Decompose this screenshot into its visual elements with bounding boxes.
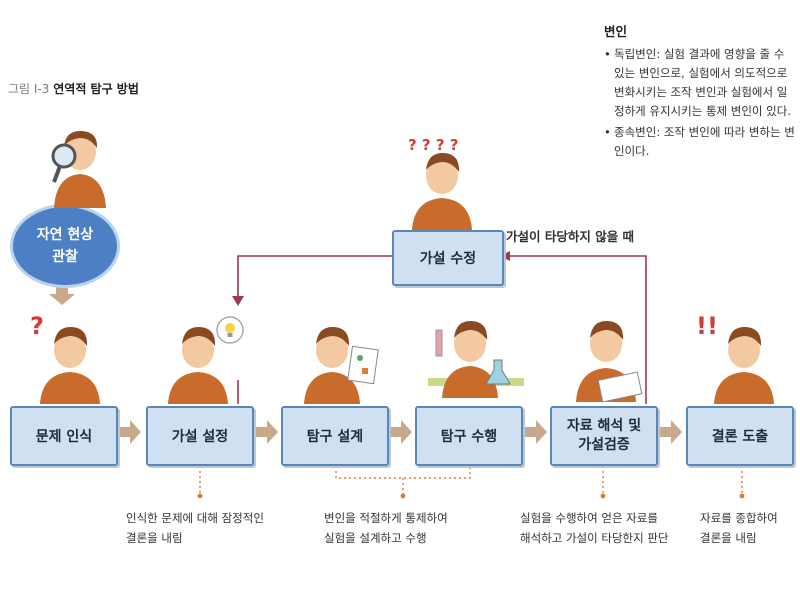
problem-person-illustration: ?: [30, 312, 100, 404]
step-label: 자료 해석 및 가설검증: [566, 418, 642, 453]
revise-hypothesis-box: 가설 수정: [392, 230, 504, 286]
step-arrow-3: [387, 420, 412, 444]
revise-condition-label: 가설이 타당하지 않을 때: [506, 229, 635, 244]
observation-oval: 자연 현상 관찰: [10, 204, 120, 288]
step-label: 가설 설정: [171, 429, 229, 445]
question-mark-icon: ?: [30, 312, 44, 340]
step-hypothesis-setting: 가설 설정: [146, 406, 254, 466]
step-label: 탐구 설계: [306, 429, 364, 445]
variables-heading: 변인: [604, 24, 628, 39]
loop-right-line: [504, 255, 647, 404]
step-data-interpretation: 자료 해석 및 가설검증: [550, 406, 658, 466]
interpret-person-illustration: [576, 320, 643, 403]
step-arrow-2: [253, 420, 278, 444]
leader-dot-4: [739, 493, 745, 499]
caption-conclusion: 자료를 종합하여 결론을 내림: [700, 511, 778, 545]
figure-number: 그림 I-3: [8, 82, 50, 96]
lightbulb-icon: [225, 323, 235, 333]
revise-hypothesis-label: 가설 수정: [419, 251, 477, 267]
loop-arrow-into-revise: [500, 251, 510, 261]
notepad-icon: [597, 371, 643, 403]
leader-design-perform: [335, 466, 471, 479]
step-label: 탐구 수행: [440, 429, 498, 445]
variables-item-independent: 독립변인: 실험 결과에 영향을 줄 수 있는 변인으로, 실험에서 의도적으로…: [604, 45, 796, 121]
step-arrow-5: [657, 420, 682, 444]
caption-leaders: [199, 466, 743, 494]
observer-with-magnifier-illustration: [51, 130, 106, 208]
step-label: 문제 인식: [35, 429, 93, 445]
caption-design-perform: 변인을 적절하게 통제하여 실험을 설계하고 수행: [324, 511, 448, 545]
step-arrow-1: [116, 420, 141, 444]
leader-dot-1: [197, 493, 203, 499]
figure-title: 연역적 탐구 방법: [53, 82, 139, 96]
design-sheet-icon: [347, 345, 379, 385]
leader-dots: [197, 493, 745, 499]
hypothesis-person-illustration: [168, 316, 244, 404]
experiment-person-illustration: [428, 320, 524, 398]
leader-dot-2: [400, 493, 406, 499]
step-problem-recognition: 문제 인식: [10, 406, 118, 466]
loop-left-line: [237, 255, 392, 298]
step-arrow-4: [522, 420, 547, 444]
down-arrow-head: [49, 294, 75, 305]
caption-interpret: 실험을 수행하여 얻은 자료를 해석하고 가설이 타당한지 판단: [520, 511, 669, 545]
loop-arrow-down: [232, 296, 244, 306]
conclusion-person-illustration: !!: [696, 312, 774, 404]
step-conclusion: 결론 도출: [686, 406, 794, 466]
exclamation-icon: !!: [696, 312, 718, 340]
flask-icon: [485, 359, 511, 385]
question-marks-icon: ? ? ? ?: [408, 138, 458, 154]
variables-note: 변인 독립변인: 실험 결과에 영향을 줄 수 있는 변인으로, 실험에서 의도…: [604, 22, 796, 163]
magnifier-icon: [51, 143, 77, 169]
figure-label: 그림 I-3 연역적 탐구 방법: [8, 80, 139, 97]
caption-hypothesis: 인식한 문제에 대해 잠정적인 결론을 내림: [126, 511, 264, 545]
revise-person-illustration: ? ? ? ?: [408, 138, 472, 230]
feedback-loop: [237, 255, 647, 404]
step-label: 결론 도출: [711, 429, 769, 445]
variables-item-dependent: 종속변인: 조작 변인에 따라 변하는 변인이다.: [604, 123, 796, 161]
step-arrows: [116, 420, 682, 444]
leader-dot-3: [600, 493, 606, 499]
design-person-illustration: [304, 326, 379, 404]
test-tube-icon: [435, 329, 443, 357]
observation-label: 자연 현상 관찰: [36, 227, 94, 265]
step-experiment-perform: 탐구 수행: [415, 406, 523, 466]
step-experiment-design: 탐구 설계: [281, 406, 389, 466]
